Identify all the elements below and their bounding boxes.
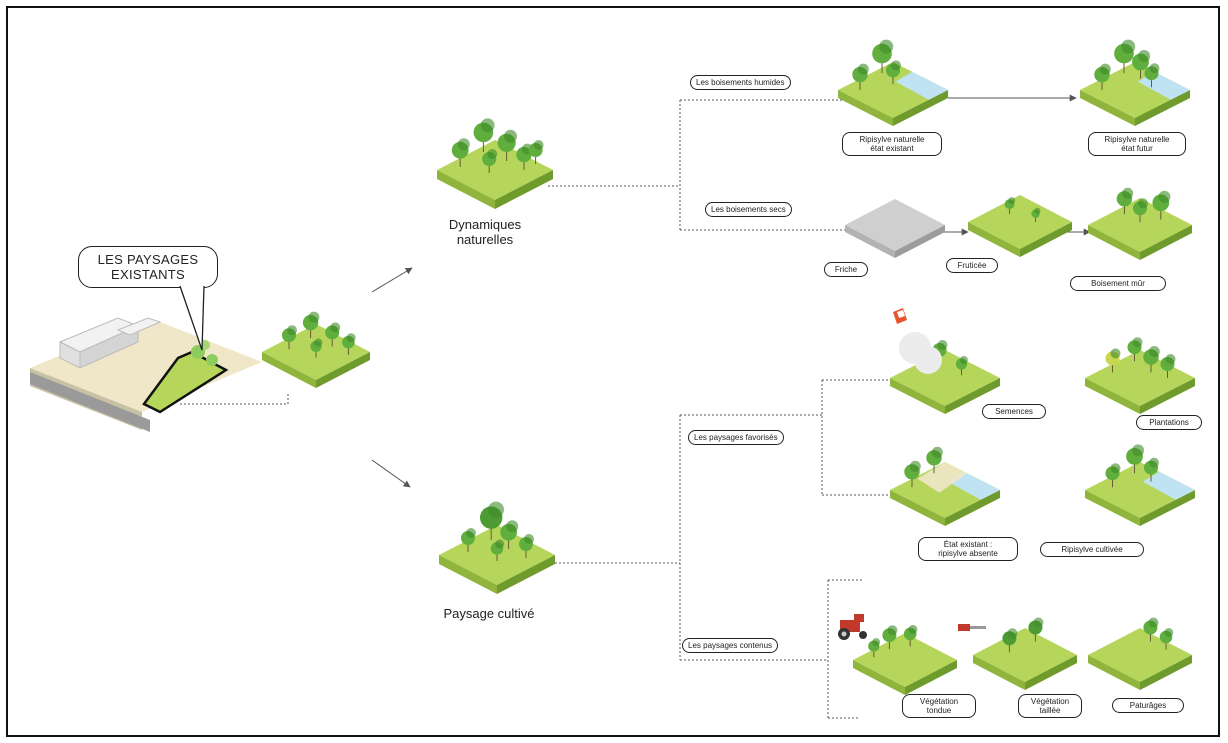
group-secs-label: Les boisements secs: [705, 202, 792, 218]
tractor-icon: [838, 614, 867, 640]
tile-ripisylve-existant: [838, 39, 948, 126]
connector-lines: [180, 99, 893, 719]
landscape-tiles: [262, 39, 1195, 695]
group-humides-label: Les boisements humides: [690, 75, 791, 91]
root-bubble-pointer: [179, 285, 205, 351]
leaf-fruticee: Fruticée: [946, 258, 998, 274]
tile-plantations: [1085, 337, 1195, 414]
leaf-ripisylve-cultivee: Ripisylve cultivée: [1040, 542, 1144, 558]
leaf-semences: Semences: [982, 404, 1046, 420]
leaf-etat-existant: État existant : ripisylve absente: [918, 537, 1018, 562]
tile-fruticee: [968, 195, 1072, 257]
arrows: [371, 94, 1091, 488]
tile-friche: [845, 199, 945, 258]
tile-etat-existant: [890, 446, 1000, 526]
tile-paturages: [1088, 617, 1192, 690]
leaf-vegetation-tondue: Végétation tondue: [902, 694, 976, 719]
tile-vegetation-tondue: [853, 624, 957, 695]
tile-ripisylve-cultivee: [1085, 444, 1195, 526]
arrow-to-naturelles: [371, 267, 413, 293]
root-title-bubble: LES PAYSAGES EXISTANTS: [78, 246, 218, 288]
chainsaw-icon: [958, 624, 986, 631]
arrow-to-cultive: [371, 459, 411, 488]
leaf-plantations: Plantations: [1136, 415, 1202, 431]
leaf-vegetation-taillee: Végétation taillée: [1018, 694, 1082, 719]
existing-landscape-illustration: [30, 317, 262, 432]
tile-ripisylve-futur: [1080, 39, 1190, 126]
tile-vegetation-taillee: [973, 617, 1077, 690]
leaf-paturages: Paturâges: [1112, 698, 1184, 714]
group-favorises-label: Les paysages favorisés: [688, 430, 784, 446]
tile-root-plot: [262, 311, 370, 388]
leaf-ripisylve-existant: Ripisylve naturelle état existant: [842, 132, 942, 157]
tile-boisement-mur: [1088, 187, 1192, 260]
leaf-friche: Friche: [824, 262, 868, 278]
connector-root-to-plot: [180, 392, 289, 405]
group-contenus-label: Les paysages contenus: [682, 638, 779, 654]
leaf-ripisylve-futur: Ripisylve naturelle état futur: [1088, 132, 1186, 157]
branch-cultive-label: Paysage cultivé: [443, 606, 535, 621]
tile-cultive: [439, 501, 555, 594]
seed-bag-icon: [893, 308, 942, 374]
leaf-boisement-mur: Boisement mûr: [1070, 276, 1166, 292]
tile-naturelles: [437, 118, 553, 209]
branch-naturelles-label: Dynamiques naturelles: [448, 217, 522, 247]
